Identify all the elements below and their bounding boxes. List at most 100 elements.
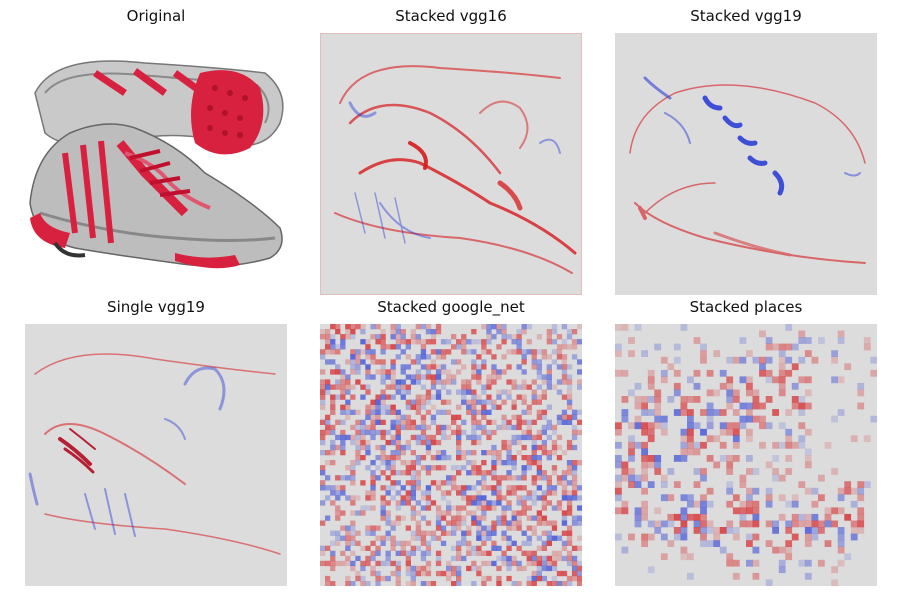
saliency-cell: [325, 379, 331, 385]
saliency-cell: [561, 324, 568, 330]
saliency-cell: [857, 494, 865, 502]
saliency-cell: [551, 525, 558, 531]
saliency-cell: [410, 424, 416, 431]
saliency-cell: [365, 444, 371, 451]
saliency-cell: [425, 545, 432, 551]
saliency-cell: [451, 485, 457, 491]
saliency-cell: [420, 505, 427, 511]
saliency-cell: [461, 515, 467, 521]
saliency-cell: [536, 470, 542, 476]
saliency-cell: [380, 434, 386, 441]
saliency-cell: [395, 450, 401, 456]
saliency-cell: [857, 487, 865, 495]
saliency-cell: [345, 404, 351, 410]
saliency-cell: [850, 533, 858, 541]
saliency-cell: [726, 468, 734, 475]
saliency-cell: [370, 570, 376, 577]
saliency-cell: [486, 470, 492, 476]
saliency-cell: [481, 359, 487, 365]
saliency-cell: [420, 364, 427, 370]
saliency-cell: [400, 495, 406, 501]
saliency-cell: [511, 384, 517, 390]
saliency-cell: [486, 560, 492, 567]
saliency-cell: [713, 389, 721, 397]
saliency-map-vgg16: [320, 33, 582, 295]
saliency-cell: [461, 394, 467, 400]
saliency-cell: [706, 389, 714, 397]
saliency-cell: [390, 424, 396, 431]
saliency-cell: [365, 344, 371, 350]
saliency-cell: [491, 450, 497, 456]
saliency-cell: [471, 470, 477, 476]
saliency-cell: [772, 527, 779, 534]
saliency-cell: [577, 515, 582, 521]
saliency-cell: [566, 555, 573, 562]
saliency-cell: [577, 560, 582, 567]
saliency-cell: [634, 324, 642, 331]
saliency-cell: [778, 382, 786, 390]
saliency-cell: [732, 533, 740, 541]
saliency-cell: [541, 495, 547, 501]
saliency-cell: [561, 374, 568, 380]
saliency-cell: [536, 575, 542, 582]
saliency-cell: [506, 334, 512, 340]
saliency-cell: [481, 424, 487, 431]
saliency-cell: [506, 575, 512, 582]
saliency-cell: [752, 500, 760, 508]
saliency-cell: [405, 525, 411, 531]
saliency-cell: [732, 494, 740, 502]
saliency-cell: [687, 422, 694, 430]
saliency-cell: [746, 409, 753, 416]
saliency-cell: [466, 434, 472, 441]
saliency-cell: [719, 546, 727, 554]
saliency-cell: [521, 565, 527, 572]
saliency-cell: [752, 415, 760, 423]
saliency-cell: [320, 329, 326, 335]
saliency-cell: [536, 364, 542, 370]
saliency-cell: [501, 550, 507, 556]
saliency-cell: [521, 550, 527, 556]
saliency-cell: [491, 520, 497, 526]
saliency-cell: [673, 369, 681, 377]
saliency-cell: [641, 409, 648, 416]
saliency-cell: [330, 530, 336, 536]
saliency-cell: [693, 422, 701, 430]
saliency-cell: [496, 369, 502, 375]
saliency-cell: [511, 485, 517, 491]
saliency-cell: [446, 379, 452, 385]
saliency-cell: [516, 560, 522, 567]
saliency-cell: [380, 485, 386, 491]
saliency-cell: [340, 409, 346, 415]
saliency-cell: [687, 435, 694, 443]
saliency-cell: [496, 495, 502, 501]
saliency-cell: [577, 505, 582, 511]
saliency-cell: [425, 374, 432, 380]
saliency-cell: [350, 460, 356, 466]
saliency-cell: [785, 468, 793, 475]
saliency-cell: [410, 434, 416, 441]
saliency-cell: [831, 507, 838, 515]
saliency-cell: [713, 461, 721, 469]
saliency-cell: [577, 379, 582, 385]
saliency-cell: [486, 379, 492, 385]
saliency-cell: [446, 424, 452, 431]
saliency-cell: [531, 349, 537, 355]
saliency-cell: [700, 474, 707, 482]
saliency-cell: [491, 530, 497, 536]
saliency-cell: [466, 450, 472, 456]
saliency-cell: [765, 343, 773, 351]
saliency-cell: [435, 349, 442, 355]
saliency-cell: [521, 384, 527, 390]
saliency-cell: [680, 409, 688, 416]
saliency-cell: [425, 570, 432, 577]
saliency-cell: [345, 399, 351, 405]
saliency-cell: [481, 429, 487, 436]
saliency-cell: [325, 339, 331, 345]
saliency-cell: [546, 450, 552, 456]
saliency-cell: [706, 487, 714, 495]
saliency-cell: [511, 525, 517, 531]
saliency-cell: [340, 560, 346, 567]
saliency-cell: [320, 520, 326, 526]
saliency-cell: [551, 444, 558, 451]
saliency-cell: [405, 389, 411, 395]
